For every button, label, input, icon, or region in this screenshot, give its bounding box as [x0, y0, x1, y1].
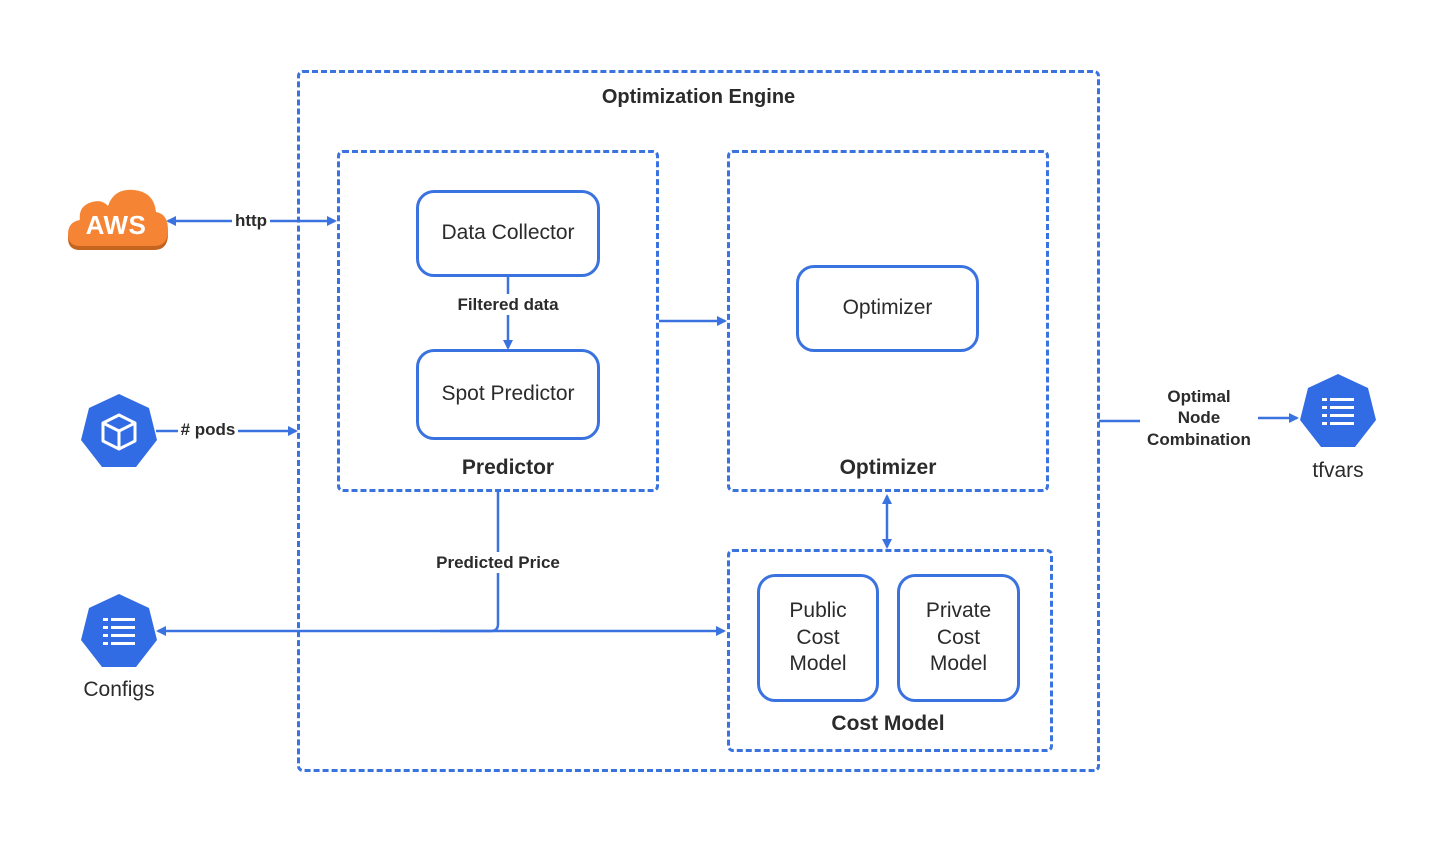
optimizer-box: [727, 150, 1049, 492]
public-line-1: Public: [789, 598, 847, 622]
http-label: http: [232, 210, 270, 232]
cost-model-box: [727, 549, 1053, 752]
public-line-2: Cost: [796, 625, 840, 649]
optimization-engine-title: Optimization Engine: [601, 86, 796, 108]
data-collector-node: Data Collector: [416, 190, 600, 277]
optimizer-title: Optimizer: [839, 456, 937, 479]
optimal-node-combination-label: Optimal Node Combination: [1140, 386, 1258, 450]
configs-caption: Configs: [83, 678, 155, 701]
public-cost-model-node: Public Cost Model: [757, 574, 879, 702]
optimizer-node: Optimizer: [796, 265, 979, 352]
filtered-data-label: Filtered data: [448, 294, 568, 316]
configs-list-icon: [80, 593, 158, 669]
predicted-price-label: Predicted Price: [428, 552, 568, 574]
predictor-box: [337, 150, 659, 492]
spot-predictor-node: Spot Predictor: [416, 349, 600, 440]
cost-model-title: Cost Model: [831, 712, 945, 735]
private-line-1: Private: [925, 598, 992, 622]
private-line-3: Model: [929, 652, 988, 676]
private-cost-model-node: Private Cost Model: [897, 574, 1020, 702]
output-line-2: Node: [1177, 408, 1221, 428]
public-line-3: Model: [789, 652, 847, 676]
tfvars-caption: tfvars: [1312, 459, 1364, 482]
predictor-title: Predictor: [461, 456, 555, 479]
pod-cube-icon: [80, 393, 158, 469]
pods-label: # pods: [178, 419, 238, 441]
aws-cloud-icon: AWS: [66, 188, 170, 252]
tfvars-list-icon: [1299, 373, 1377, 449]
output-line-1: Optimal: [1167, 387, 1231, 406]
private-line-2: Cost: [936, 625, 981, 649]
aws-text: AWS: [85, 210, 147, 240]
optimization-engine-box: [297, 70, 1100, 772]
output-line-3: Combination: [1147, 429, 1251, 449]
